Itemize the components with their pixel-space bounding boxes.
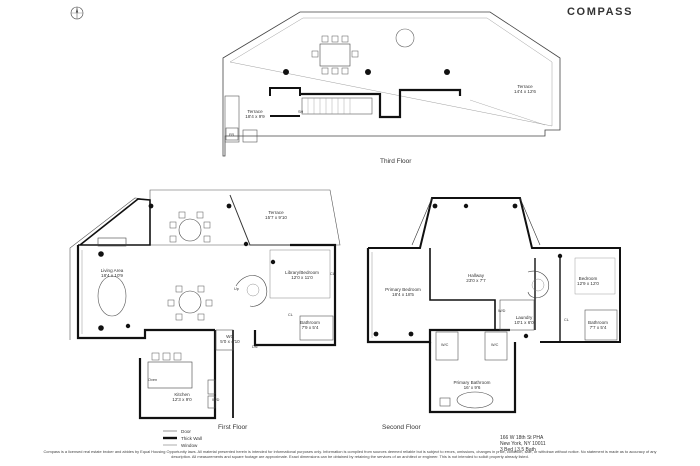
cl-tag-first: CL [330,272,335,276]
wd-tag: W/D [212,398,220,402]
oven-tag: Oven [148,378,158,382]
property-address: 166 W 18th St PHA New York, NY 10011 3 B… [500,435,546,453]
legend-door: Door [181,429,191,434]
cl-tag-first-bath: CL [288,313,293,317]
up-tag: Up [234,287,239,291]
sh-tag: SH [298,110,304,114]
legend-thick-wall: Thick Wall [181,436,203,441]
north-compass-icon [70,6,84,20]
second-floor-plan [366,197,621,414]
compass-logo: COMPASS [567,6,634,18]
cl-tag-second: CL [564,318,569,322]
address-line-3: 3 Bed | 3.5 Bath [500,447,536,453]
wic-tag-right: W/C [491,343,499,347]
third-floor-label: Third Floor [380,158,412,165]
wd-tag-second: W/D [498,309,506,313]
legend: Door Thick Wall Window [163,428,202,449]
legend-window: Window [181,443,198,448]
first-floor-plan [69,189,341,420]
address-line-2: New York, NY 10011 [500,441,546,447]
first-floor-label: First Floor [218,424,248,431]
second-floor-label: Second Floor [382,424,421,431]
third-floor-plan [222,11,561,157]
address-line-1: 166 W 18th St PHA [500,435,544,441]
fr-tag: FR [229,133,235,137]
disclaimer-text: Compass is a licensed real estate broker… [43,449,657,459]
dn-tag: DN [252,345,258,349]
wic-tag-left: W/C [441,343,449,347]
